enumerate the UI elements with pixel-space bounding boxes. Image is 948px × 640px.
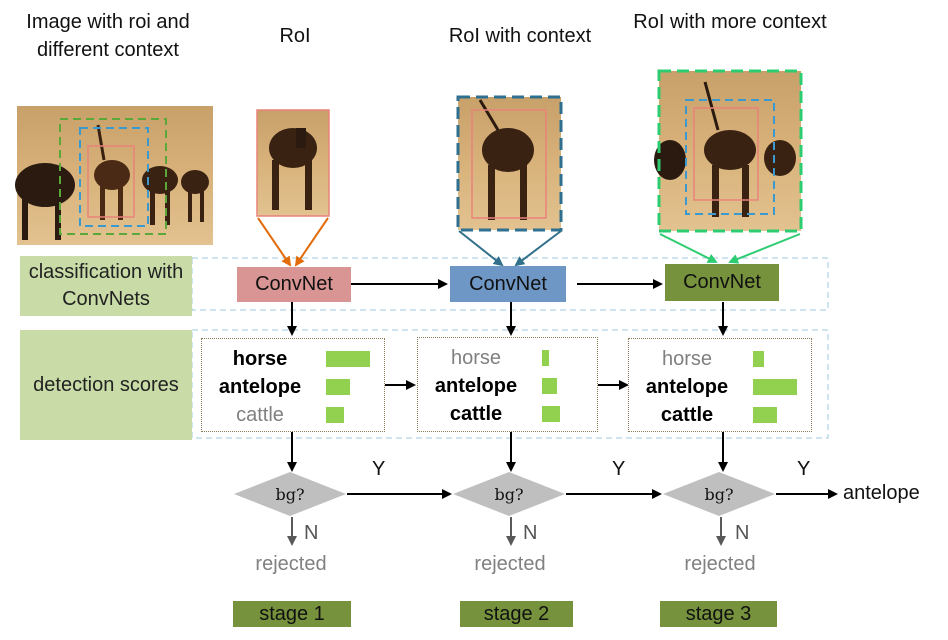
- convnet-box-1: ConvNet: [237, 267, 351, 302]
- rejected-label-2: rejected: [474, 553, 546, 575]
- score-bar: [753, 407, 777, 423]
- no-label-1: N: [304, 522, 319, 544]
- arrow-more-left: [659, 233, 718, 263]
- score-bar: [753, 351, 764, 367]
- header-roi: RoI: [279, 25, 311, 47]
- label-classification-with-convnets: classification with ConvNets: [20, 256, 192, 316]
- arrow-roi-left: [257, 217, 292, 267]
- score-label: horse: [450, 346, 502, 369]
- decision-diamond-1: [234, 472, 346, 516]
- final-output-label: antelope: [843, 482, 920, 504]
- header-roi-with-context: RoI with context: [448, 25, 592, 47]
- decision-question-1: bg?: [275, 485, 304, 504]
- decision-question-2: bg?: [494, 485, 523, 504]
- yes-label-1: Y: [372, 458, 386, 480]
- arrow-more-right: [728, 233, 801, 264]
- score-label: cattle: [236, 403, 284, 426]
- score-bar: [542, 406, 560, 422]
- header-roi-with-more-context: RoI with more context: [633, 11, 827, 33]
- photo-full-image: [15, 106, 213, 245]
- yes-label-3: Y: [797, 458, 811, 480]
- score-bar: [542, 378, 557, 394]
- score-label: cattle: [660, 403, 714, 426]
- photo-roi: [256, 109, 330, 217]
- score-bar: [753, 379, 797, 395]
- score-label: antelope: [218, 375, 302, 398]
- label-detection-scores: detection scores: [20, 330, 192, 440]
- decision-diamond-3: [663, 472, 775, 516]
- convnet-box-3: ConvNet: [665, 264, 779, 301]
- score-label: horse: [661, 347, 713, 370]
- score-box-2: horse antelope cattle: [417, 337, 598, 432]
- photo-roi-context: [456, 95, 563, 232]
- yes-label-2: Y: [612, 458, 626, 480]
- decision-question-3: bg?: [704, 485, 733, 504]
- no-label-2: N: [523, 522, 538, 544]
- header-image-with-context: Image with roi and different context: [26, 11, 190, 61]
- rejected-label-1: rejected: [255, 553, 327, 575]
- score-label: antelope: [434, 374, 518, 397]
- convnet-box-2: ConvNet: [450, 266, 566, 302]
- score-label: cattle: [449, 402, 503, 425]
- stage-label-1: stage 1: [233, 601, 351, 627]
- score-box-3: horse antelope cattle: [628, 338, 812, 432]
- score-label: antelope: [645, 375, 729, 398]
- arrow-roi-right: [294, 217, 329, 267]
- score-bar: [326, 379, 350, 395]
- stage-label-3: stage 3: [660, 601, 777, 627]
- score-bar: [542, 350, 549, 366]
- decision-diamond-2: [453, 472, 565, 516]
- rejected-label-3: rejected: [684, 553, 756, 575]
- score-bar: [326, 351, 370, 367]
- arrow-ctx-right: [514, 230, 562, 267]
- score-box-1: horse antelope cattle: [201, 338, 385, 432]
- no-label-3: N: [735, 522, 750, 544]
- arrow-ctx-left: [458, 230, 504, 267]
- stage-label-2: stage 2: [460, 601, 573, 627]
- score-bar: [326, 407, 344, 423]
- photo-roi-more-context: [654, 69, 803, 233]
- score-label: horse: [232, 347, 288, 370]
